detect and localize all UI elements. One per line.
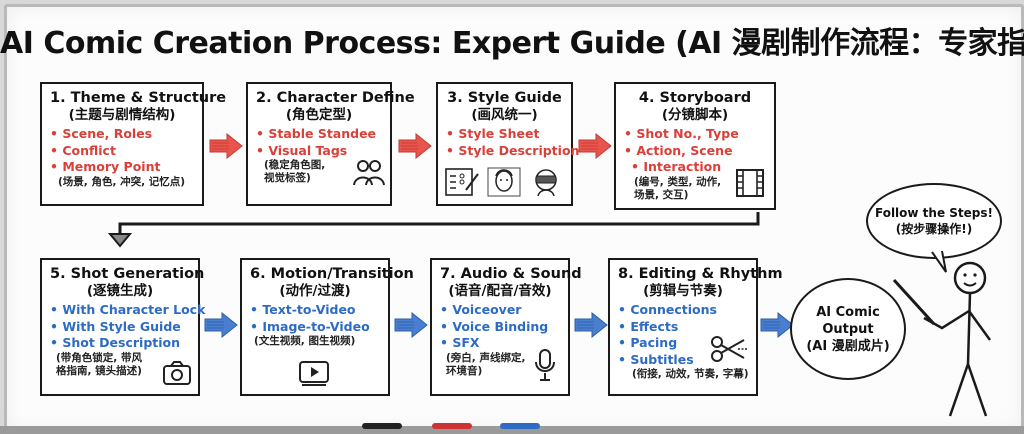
scissors-icon [711, 336, 748, 362]
step-item: Pacing [618, 335, 748, 352]
step-item: With Character Lock [50, 302, 205, 319]
step-subtitle: (画风统一) [471, 107, 538, 123]
stick-figure-icon [892, 261, 992, 417]
video-play-icon [299, 361, 329, 386]
step-note: (带角色锁定, 带风 [56, 351, 142, 364]
step-subtitle: (角色定型) [285, 107, 353, 123]
step-note: (编号, 类型, 动作, [634, 175, 722, 188]
face-sketch-icon [487, 167, 521, 197]
step-title: 5. Shot Generation [50, 266, 205, 282]
step-subtitle: (分镜脚本) [661, 107, 729, 123]
step-subtitle: (主题与剧情结构) [68, 107, 176, 123]
step-item: Style Description [446, 143, 579, 160]
step-note: (旁白, 声线绑定, [446, 351, 526, 364]
step-card-5: 5. Shot Generation (逐镜生成) With Character… [40, 258, 205, 396]
marker [500, 423, 540, 429]
step-item: Conflict [50, 143, 194, 160]
step-item: Style Sheet [446, 126, 563, 143]
arrow-right-icon [204, 312, 238, 338]
step-item: Image-to-Video [250, 319, 380, 336]
step-title: 2. Character Define [256, 90, 415, 106]
step-subtitle: (逐镜生成) [86, 283, 154, 299]
step-note: (稳定角色图, [264, 159, 326, 171]
step-note: 环境音) [446, 364, 483, 377]
step-card-8: 8. Editing & Rhythm (剪辑与节奏) Connections … [608, 258, 783, 396]
step-item: Text-to-Video [250, 302, 380, 319]
step-item: Interaction [624, 159, 766, 176]
page-title: AI Comic Creation Process: Expert Guide … [0, 26, 1024, 61]
people-icon [353, 160, 385, 186]
step-subtitle: (剪辑与节奏) [643, 283, 723, 299]
step-title: 6. Motion/Transition [250, 266, 414, 282]
step-note: (文生视频, 图生视频) [254, 335, 356, 347]
step-item: Voice Binding [440, 319, 560, 336]
step-title: 3. Style Guide [447, 90, 562, 106]
whiteboard-tray [0, 426, 1024, 434]
arrow-right-icon [578, 133, 612, 159]
step-note: (衔接, 动效, 节奏, 字幕) [632, 368, 749, 380]
speech-bubble: Follow the Steps! (按步骤操作!) [866, 183, 1002, 259]
step-card-6: 6. Motion/Transition (动作/过渡) Text-to-Vid… [240, 258, 414, 396]
arrow-right-icon [394, 312, 428, 338]
step-item: Shot Description [50, 335, 190, 352]
step-card-4: 4. Storyboard (分镜脚本) Shot No., Type Acti… [614, 82, 776, 210]
step-title: 1. Theme & Structure [50, 90, 227, 106]
step-item: Visual Tags [256, 143, 382, 160]
connector-arrow [107, 212, 760, 248]
step-subtitle: (动作/过渡) [279, 283, 351, 299]
step-title: 8. Editing & Rhythm [618, 266, 783, 282]
bubble-text: (按步骤操作!) [895, 222, 973, 236]
output-circle: AI Comic Output (AI 漫剧成片) [790, 278, 906, 380]
step-item: Scene, Roles [50, 126, 194, 143]
step-item: Subtitles [618, 352, 748, 369]
step-item: Effects [618, 319, 748, 336]
step-subtitle: (语音/配音/音效) [448, 283, 552, 299]
step-item: Action, Scene [624, 143, 766, 160]
output-label: AI Comic [816, 304, 880, 320]
step-title: 7. Audio & Sound [440, 266, 582, 282]
step-card-1: 1. Theme & Structure (主题与剧情结构) Scene, Ro… [40, 82, 227, 206]
speech-bubble-tail [931, 250, 947, 273]
marker [432, 423, 472, 429]
arrow-right-icon [574, 312, 608, 338]
step-item: Shot No., Type [624, 126, 766, 143]
style-sheet-icon [445, 168, 479, 196]
step-item: With Style Guide [50, 319, 190, 336]
output-label: (AI 漫剧成片) [806, 338, 890, 354]
step-note: 视觉标签) [264, 172, 311, 184]
step-note: 格指南, 镜头描述) [56, 364, 142, 377]
step-note: (场景, 角色, 冲突, 记忆点) [58, 175, 186, 188]
step-item: Stable Standee [256, 126, 382, 143]
arrow-right-icon [209, 133, 243, 159]
arrow-right-icon [398, 133, 432, 159]
vr-head-icon [535, 169, 557, 197]
step-item: SFX [440, 335, 560, 352]
bubble-text: Follow the Steps! [874, 206, 993, 220]
output-label: Output [822, 321, 874, 337]
film-strip-icon [736, 169, 764, 197]
arrow-right-icon [760, 312, 794, 338]
marker [362, 423, 402, 429]
step-item: Voiceover [440, 302, 560, 319]
step-title: 4. Storyboard [638, 90, 752, 106]
step-item: Connections [618, 302, 748, 319]
step-item: Memory Point [50, 159, 194, 176]
step-card-7: 7. Audio & Sound (语音/配音/音效) Voiceover Vo… [430, 258, 582, 396]
step-note: 场景, 交互) [634, 188, 689, 201]
step-card-3: 3. Style Guide (画风统一) Style Sheet Style … [436, 82, 579, 206]
microphone-icon [535, 349, 555, 381]
camera-icon [163, 361, 191, 385]
step-card-2: 2. Character Define (角色定型) Stable Stande… [246, 82, 415, 206]
